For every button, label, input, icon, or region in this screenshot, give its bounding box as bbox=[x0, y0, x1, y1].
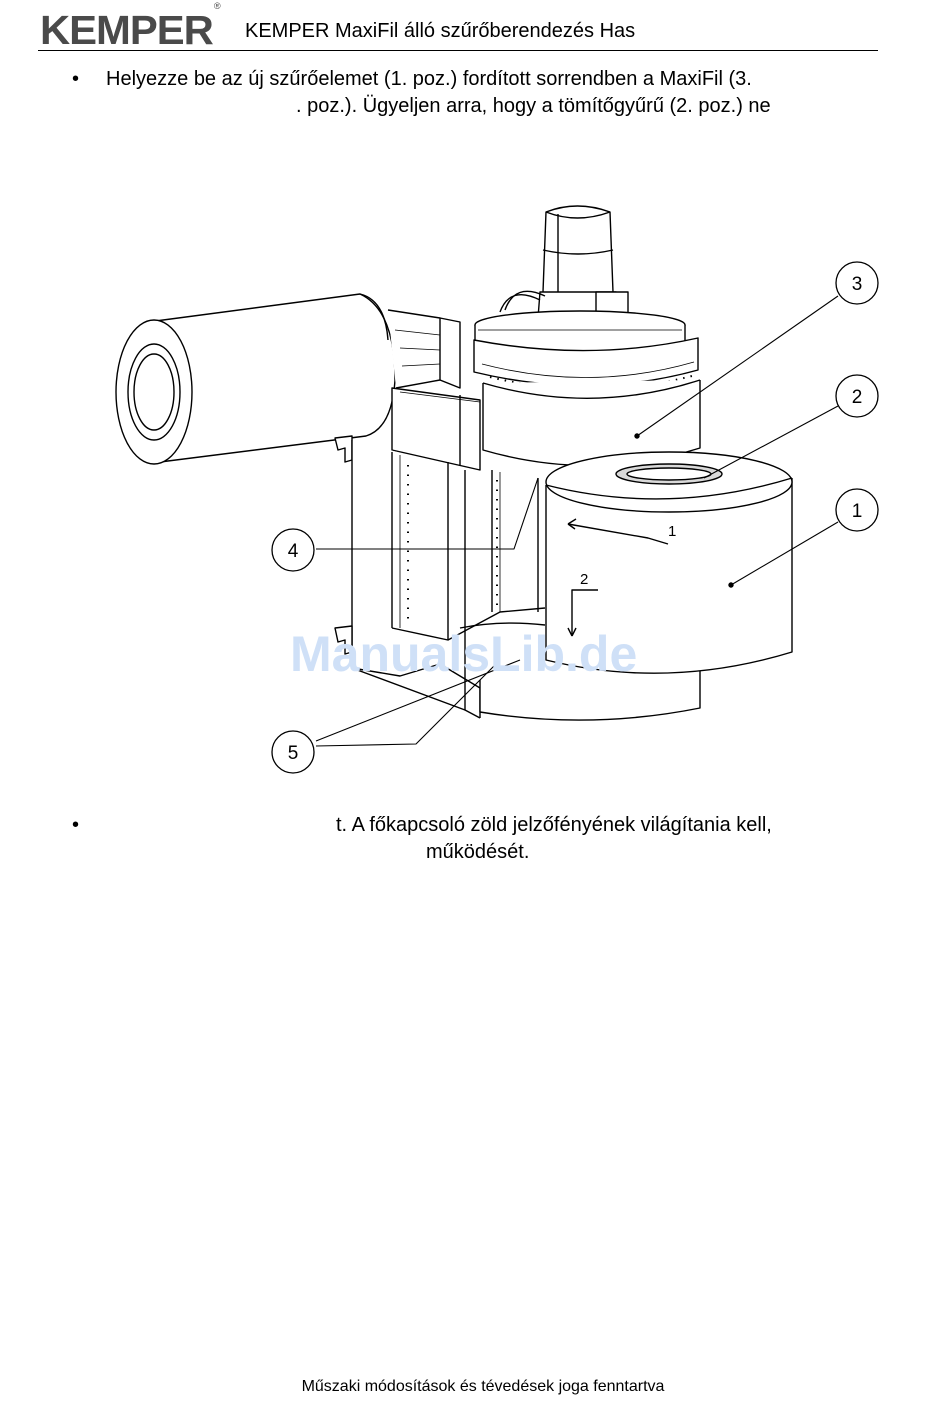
fan-housing bbox=[473, 310, 699, 410]
instruction-line-4: működését. bbox=[426, 841, 530, 863]
callout-2: 2 bbox=[852, 387, 863, 408]
page-header: KEMPER® KEMPER MaxiFil álló szűrőberende… bbox=[38, 2, 878, 53]
motor bbox=[499, 205, 629, 331]
inline-label-2: 2 bbox=[580, 571, 588, 588]
callout-circles bbox=[271, 261, 879, 774]
housing-cylinder bbox=[482, 379, 701, 467]
logo-text: KEMPER bbox=[40, 7, 214, 53]
inline-label-1: 1 bbox=[668, 523, 676, 540]
page-footer: Műszaki módosítások és tévedések joga fe… bbox=[301, 1378, 665, 1395]
callout-3: 3 bbox=[852, 274, 863, 295]
insert-arrow-1 bbox=[567, 518, 669, 545]
instruction-line-3: t. A főkapcsoló zöld jelzőfényének világ… bbox=[336, 814, 772, 836]
watermark: ManualsLib.de bbox=[290, 626, 638, 682]
bullet-symbol: • bbox=[72, 814, 80, 836]
transition-duct bbox=[334, 309, 481, 471]
bullet-symbol: • bbox=[72, 68, 80, 90]
registered-mark: ® bbox=[213, 1, 221, 12]
kemper-logo: KEMPER® bbox=[40, 2, 221, 53]
instruction-line-1: Helyezze be az új szűrőelemet (1. poz.) … bbox=[106, 68, 752, 90]
instruction-line-2: . poz.). Ügyeljen arra, hogy a tömítőgyű… bbox=[296, 95, 771, 117]
callout-5: 5 bbox=[288, 743, 299, 764]
callout-4: 4 bbox=[288, 541, 299, 562]
callout-1: 1 bbox=[852, 501, 863, 522]
filter-cartridge-left bbox=[115, 293, 396, 465]
document-title: KEMPER MaxiFil álló szűrőberendezés Has bbox=[245, 20, 636, 42]
